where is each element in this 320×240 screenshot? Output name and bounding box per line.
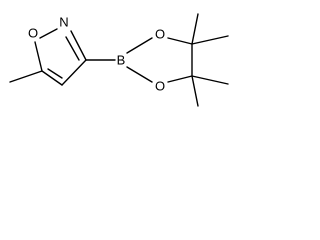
bond-methyl-lower-2 [191,75,199,107]
bond-c4-c5 [41,70,63,86]
bond-lines [9,13,229,107]
chemical-structure: O N B O O [9,13,229,107]
atom-boron: B [117,53,126,68]
bond-boron-o-upper [126,37,153,54]
atom-n-ring: N [59,15,68,30]
bond-c4-c5-double [47,68,63,79]
bond-methyl-upper-2 [191,35,229,45]
bond-boron-o-lower [126,66,153,83]
bond-n2-c3 [70,30,87,61]
bond-methyl-lower-1 [191,75,229,85]
bond-n2-c3-double [65,36,80,61]
atom-o-ring: O [28,26,38,41]
atom-labels: O N B O O [28,15,165,94]
bond-o-upper-c [167,37,193,45]
bond-c5-methyl [9,70,43,83]
bond-methyl-upper-1 [191,13,199,45]
atom-o-lower: O [155,79,165,94]
bond-o1-n2 [39,28,58,39]
bond-o-lower-c [167,75,193,83]
bond-c3-c4 [61,59,87,86]
structure-canvas: O N B O O [0,0,242,120]
atom-o-upper: O [155,27,165,42]
bond-o1-c5 [34,41,43,72]
